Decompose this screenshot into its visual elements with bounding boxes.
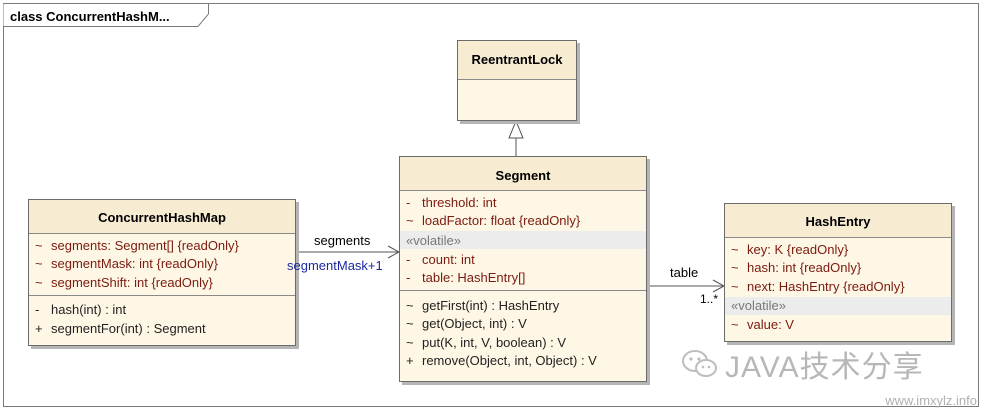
operation-get: get(Object, int) : V — [422, 316, 527, 332]
watermark-url: www.imxylz.info — [885, 393, 977, 408]
concurrenthashmap-attributes: ~ segments: Segment[] {readOnly} ~ segme… — [29, 234, 295, 296]
segments-role-label: segments — [314, 233, 371, 248]
wechat-icon — [682, 350, 717, 377]
segments-multiplicity-label: segmentMask+1 — [287, 258, 383, 273]
operation-row: ~ get(Object, int) : V — [400, 315, 646, 334]
visibility-marker: - — [406, 270, 411, 286]
attribute-segmentmask: segmentMask: int {readOnly} — [51, 256, 218, 272]
attribute-row: ~ hash: int {readOnly} — [725, 259, 951, 278]
attribute-threshold: threshold: int — [422, 194, 497, 210]
class-segment[interactable]: Segment - threshold: int ~ loadFactor: f… — [399, 156, 647, 382]
visibility-marker: ~ — [35, 274, 43, 290]
watermark-text: JAVA技术分享 — [725, 351, 924, 384]
generalization-arrowhead — [508, 119, 524, 139]
visibility-marker: + — [406, 353, 414, 369]
operation-hash: hash(int) : int — [51, 302, 127, 318]
table-role-label: table — [670, 265, 699, 280]
segment-attributes: - threshold: int ~ loadFactor: float {re… — [400, 191, 646, 291]
visibility-marker: ~ — [406, 334, 414, 350]
attribute-hash: hash: int {readOnly} — [747, 260, 862, 276]
attribute-row: ~ segments: Segment[] {readOnly} — [29, 236, 295, 255]
visibility-marker: ~ — [35, 256, 43, 272]
class-reentrantlock[interactable]: ReentrantLock — [457, 40, 577, 121]
operation-put: put(K, int, V, boolean) : V — [422, 334, 567, 350]
segment-volatile-stereotype: «volatile» — [400, 231, 646, 249]
frame-title: class ConcurrentHashM... — [10, 9, 170, 24]
visibility-marker: ~ — [406, 213, 414, 229]
operation-remove: remove(Object, int, Object) : V — [422, 353, 597, 369]
attribute-row: - threshold: int — [400, 193, 646, 212]
class-reentrantlock-body — [458, 80, 576, 120]
attribute-row: ~ loadFactor: float {readOnly} — [400, 212, 646, 231]
class-concurrenthashmap-name: ConcurrentHashMap — [29, 200, 295, 234]
visibility-marker: ~ — [731, 317, 739, 333]
visibility-marker: ~ — [35, 237, 43, 253]
class-segment-name: Segment — [400, 157, 646, 191]
visibility-marker: - — [406, 251, 411, 267]
operation-row: ~ put(K, int, V, boolean) : V — [400, 333, 646, 352]
visibility-marker: - — [406, 194, 411, 210]
attribute-count: count: int — [422, 251, 475, 267]
attribute-row: - count: int — [400, 250, 646, 269]
visibility-marker: + — [35, 320, 43, 336]
attribute-row: - table: HashEntry[] — [400, 269, 646, 288]
visibility-marker: ~ — [731, 278, 739, 294]
attribute-loadfactor: loadFactor: float {readOnly} — [422, 213, 581, 229]
attribute-table: table: HashEntry[] — [422, 270, 526, 286]
operation-row: + segmentFor(int) : Segment — [29, 319, 295, 338]
segment-operations: ~ getFirst(int) : HashEntry ~ get(Object… — [400, 291, 646, 373]
watermark: JAVA技术分享 — [681, 342, 924, 386]
operation-row: + remove(Object, int, Object) : V — [400, 352, 646, 371]
visibility-marker: - — [35, 302, 40, 318]
frame-tab: class ConcurrentHashM... — [3, 3, 209, 27]
hashentry-volatile-stereotype: «volatile» — [725, 296, 951, 315]
operation-segmentfor: segmentFor(int) : Segment — [51, 320, 206, 336]
concurrenthashmap-operations: - hash(int) : int + segmentFor(int) : Se… — [29, 296, 295, 341]
visibility-marker: ~ — [406, 316, 414, 332]
attribute-value: value: V — [747, 317, 794, 333]
attribute-next: next: HashEntry {readOnly} — [747, 278, 905, 294]
attribute-key: key: K {readOnly} — [747, 241, 849, 257]
attribute-row: ~ segmentShift: int {readOnly} — [29, 273, 295, 292]
hashentry-attributes: ~ key: K {readOnly} ~ hash: int {readOnl… — [725, 238, 951, 337]
visibility-marker: ~ — [731, 241, 739, 257]
attribute-segments: segments: Segment[] {readOnly} — [51, 237, 239, 253]
attribute-row: ~ next: HashEntry {readOnly} — [725, 277, 951, 296]
operation-getfirst: getFirst(int) : HashEntry — [422, 297, 560, 313]
operation-row: - hash(int) : int — [29, 301, 295, 320]
frame-tab-outline — [3, 3, 209, 27]
attribute-row: ~ value: V — [725, 316, 951, 335]
class-hashentry[interactable]: HashEntry ~ key: K {readOnly} ~ hash: in… — [724, 203, 952, 342]
operation-row: ~ getFirst(int) : HashEntry — [400, 296, 646, 315]
class-reentrantlock-name: ReentrantLock — [458, 41, 576, 80]
visibility-marker: ~ — [406, 297, 414, 313]
attribute-segmentshift: segmentShift: int {readOnly} — [51, 274, 213, 290]
class-concurrenthashmap[interactable]: ConcurrentHashMap ~ segments: Segment[] … — [28, 199, 296, 346]
visibility-marker: ~ — [731, 260, 739, 276]
attribute-row: ~ key: K {readOnly} — [725, 240, 951, 259]
attribute-row: ~ segmentMask: int {readOnly} — [29, 255, 295, 274]
class-hashentry-name: HashEntry — [725, 204, 951, 238]
table-multiplicity-label: 1..* — [700, 292, 719, 306]
